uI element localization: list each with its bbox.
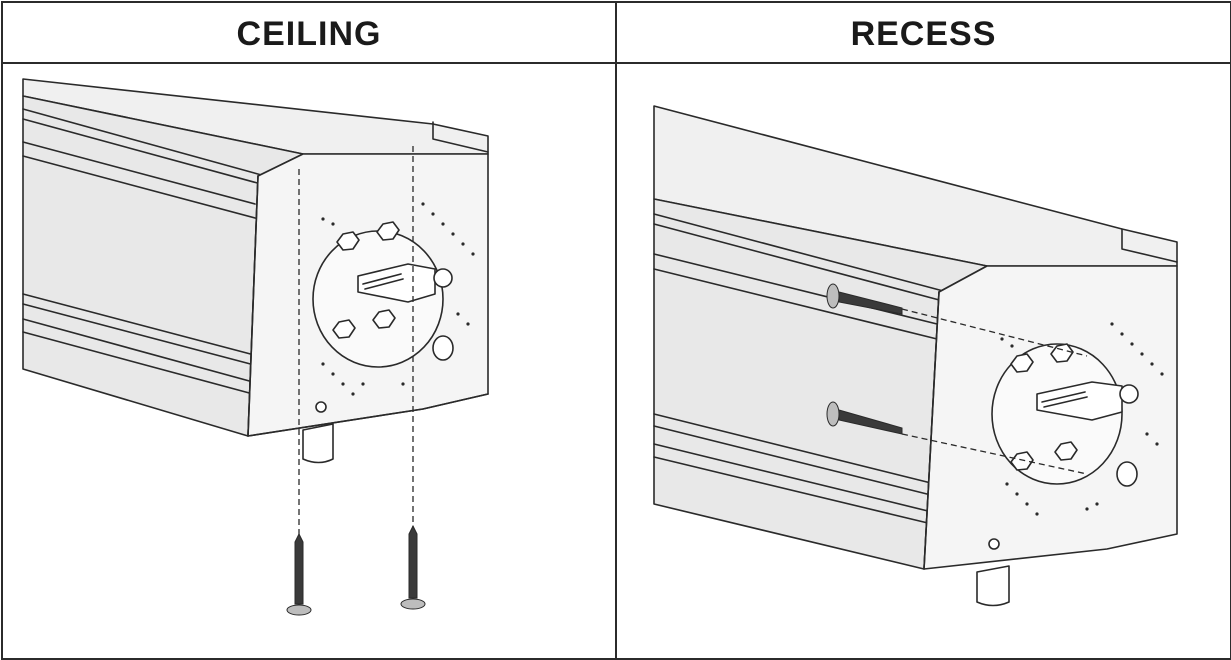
bracket-icon [1036, 381, 1123, 421]
hex-nut-icon [1050, 343, 1074, 363]
screw-icon [826, 283, 903, 315]
ceiling-heading: CEILING [236, 15, 382, 53]
ceiling-panel [3, 64, 615, 658]
hex-nut-icon [372, 309, 396, 329]
bolt-icon [1119, 384, 1139, 404]
end-cap-icon [976, 565, 1010, 607]
screw-icon [286, 532, 312, 616]
screw-icon [826, 401, 903, 435]
hex-nut-icon [332, 319, 356, 339]
perforation-dots [1000, 322, 1164, 516]
bracket-icon [357, 263, 436, 303]
recess-illustration [653, 105, 1178, 607]
column-divider [615, 3, 617, 658]
hex-nut-icon [336, 231, 360, 251]
bolt-icon [433, 268, 453, 288]
perforation-dots [321, 202, 475, 396]
screw-icon [400, 524, 426, 610]
hex-nut-icon [1010, 353, 1034, 373]
recess-panel [617, 64, 1230, 658]
end-cap-icon [302, 423, 334, 464]
recess-heading: RECESS [850, 15, 997, 53]
hex-nut-icon [1010, 451, 1034, 471]
ceiling-illustration [22, 78, 489, 616]
hex-nut-icon [1054, 441, 1078, 461]
hex-nut-icon [376, 221, 400, 241]
mounting-plate [312, 230, 444, 368]
